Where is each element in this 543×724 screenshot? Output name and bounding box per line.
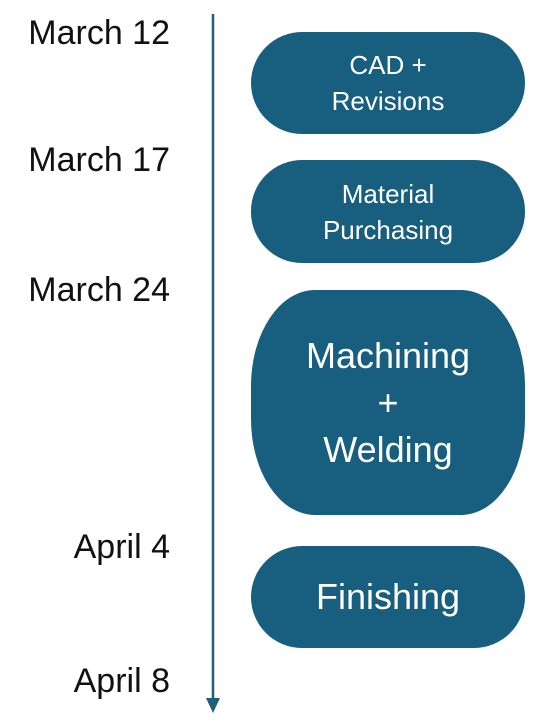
date-label-april-4: April 4: [73, 528, 170, 566]
phase-cad-revisions: CAD + Revisions: [251, 32, 525, 134]
date-label-march-17: March 17: [28, 141, 170, 179]
phase-label: Material Purchasing: [322, 178, 454, 245]
phase-label: CAD + Revisions: [331, 50, 445, 116]
phase-label: Finishing: [315, 576, 461, 617]
date-label-april-8: April 8: [73, 662, 170, 700]
date-label-march-24: March 24: [28, 271, 170, 309]
phase-machining-welding: Machining + Welding: [251, 290, 525, 515]
phase-label: Machining + Welding: [305, 335, 471, 470]
timeline-arrowhead-icon: [206, 698, 220, 713]
phase-material-purchasing: Material Purchasing: [251, 160, 525, 263]
date-label-march-12: March 12: [28, 14, 170, 52]
phase-finishing: Finishing: [251, 546, 525, 648]
